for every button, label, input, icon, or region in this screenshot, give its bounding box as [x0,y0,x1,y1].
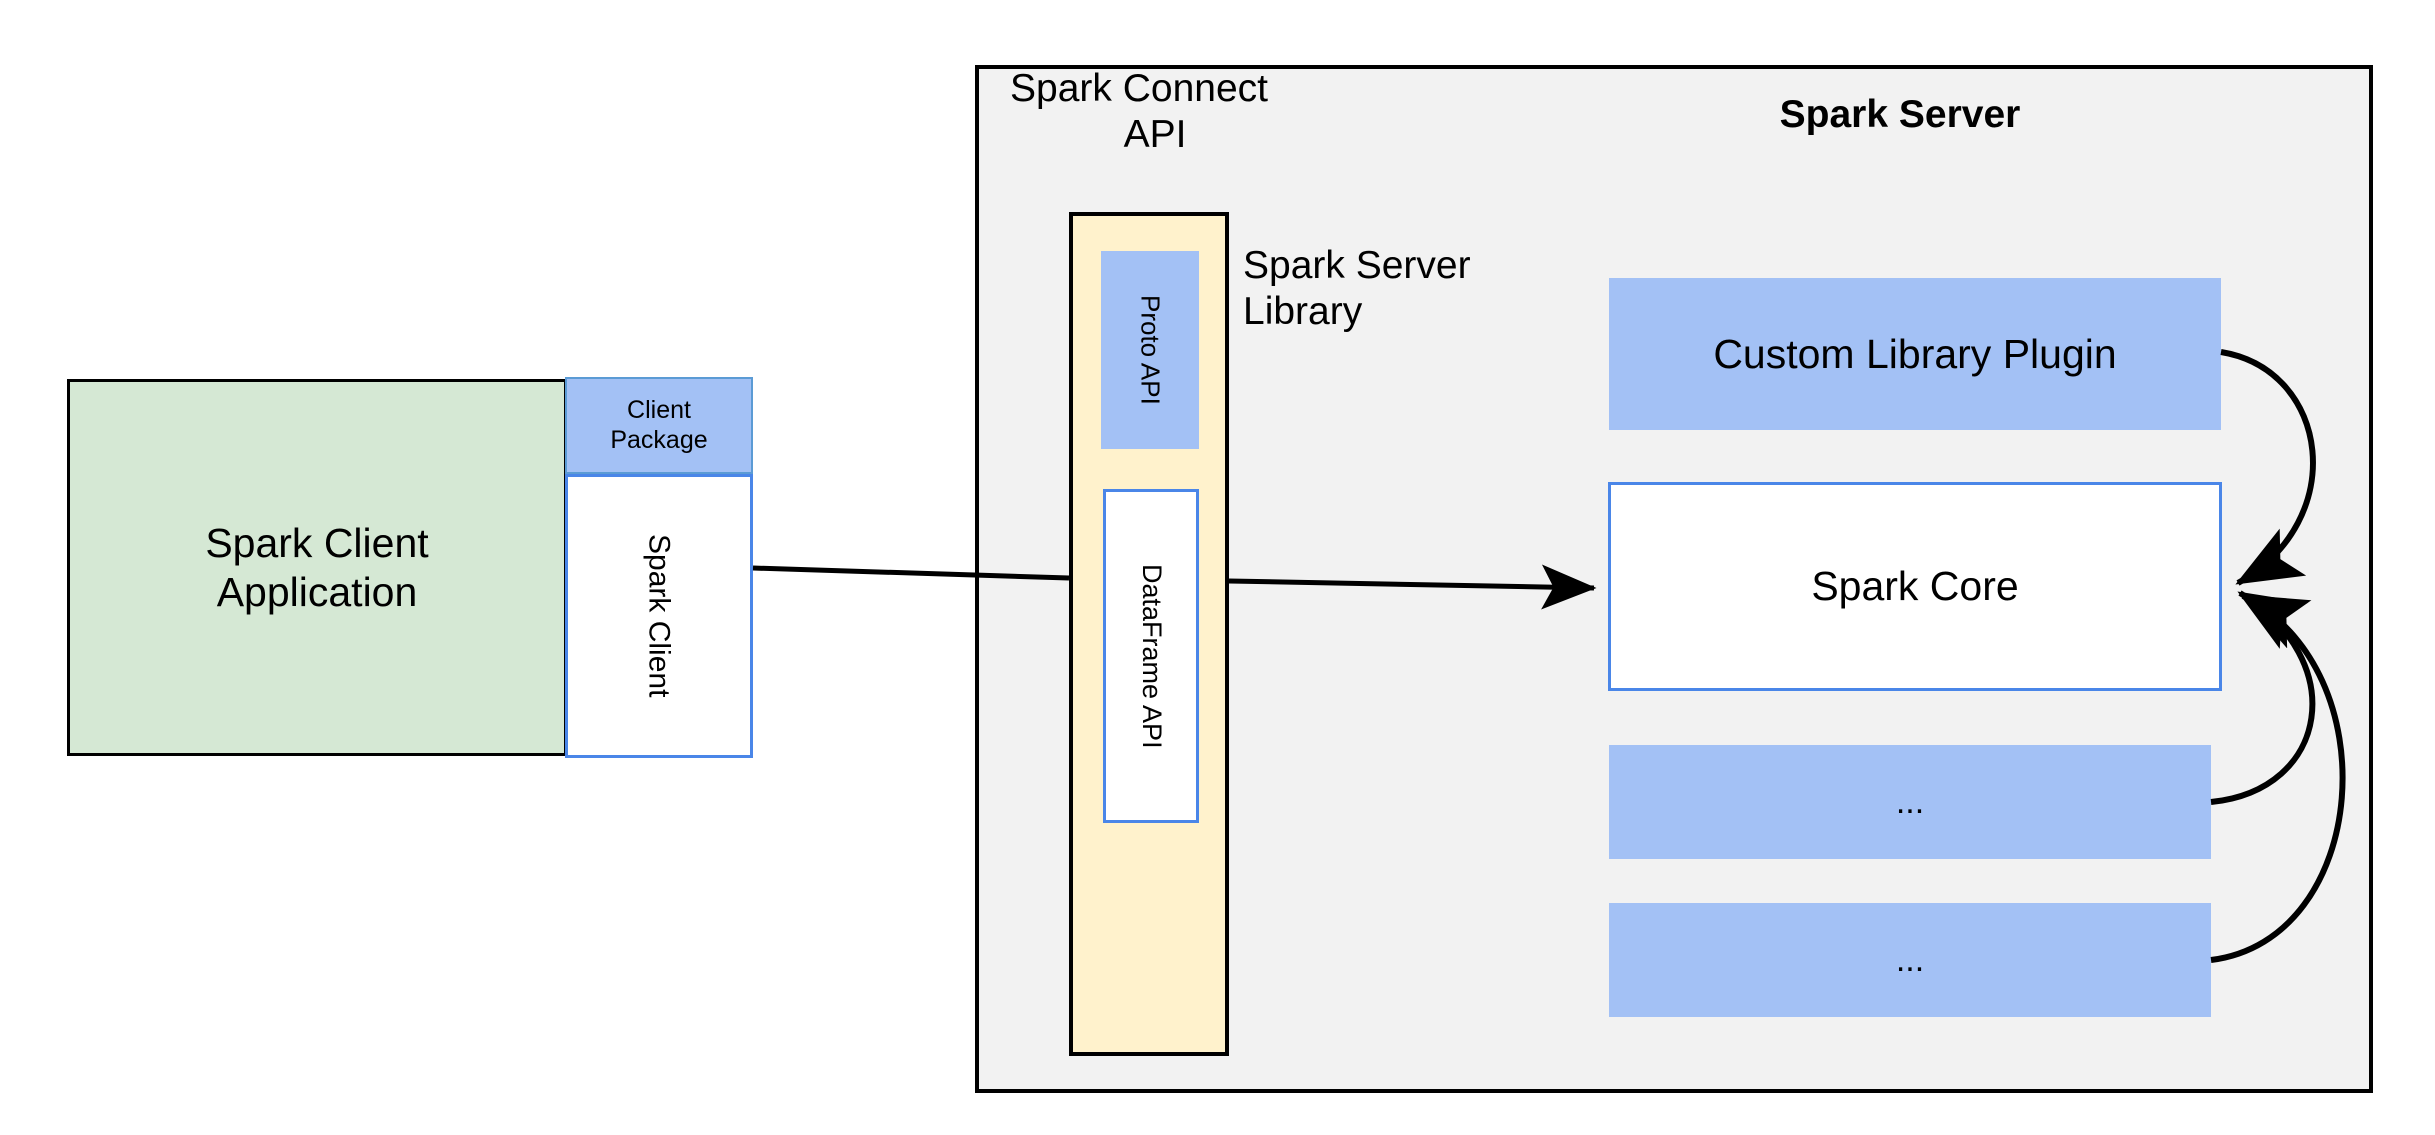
spark-server-library-label-line2: Library [1243,290,1363,334]
spark-core-label: Spark Core [1811,563,2019,610]
spark-connect-api-label-line1: Spark Connect [1010,66,1268,110]
spark-client-label: Spark Client [642,534,676,698]
ellipsis-box-1[interactable]: ... [1609,745,2211,859]
client-application-label-line1: Spark Client [205,520,429,567]
client-package-label-line1: Client [627,396,691,424]
dataframe-api-label: DataFrame API [1136,563,1167,749]
proto-api-label: Proto API [1135,295,1166,405]
client-application-label-line2: Application [216,568,418,615]
dataframe-api-box[interactable]: DataFrame API [1103,489,1199,823]
spark-connect-api-label-line2: API [1123,113,1187,156]
custom-library-plugin-label: Custom Library Plugin [1713,330,2117,377]
ellipsis-box-2[interactable]: ... [1609,903,2211,1017]
spark-core-box[interactable]: Spark Core [1608,482,2222,691]
spark-server-title: Spark Server [1779,92,2021,136]
spark-server-library-label: Spark Server Library [1243,243,1543,343]
ellipsis-label-1: ... [1895,782,1925,821]
spark-client-box[interactable]: Spark Client [565,474,753,758]
custom-library-plugin-box[interactable]: Custom Library Plugin [1609,278,2221,430]
proto-api-box[interactable]: Proto API [1101,251,1199,449]
client-package-label-line2: Package [610,425,708,454]
ellipsis-label-2: ... [1895,940,1925,979]
spark-server-library-label-line1: Spark Server [1243,244,1471,287]
spark-client-application-box[interactable]: Spark Client Application [67,379,567,756]
spark-connect-api-label: Spark Connect API [1010,66,1300,156]
client-package-box[interactable]: Client Package [565,377,753,474]
